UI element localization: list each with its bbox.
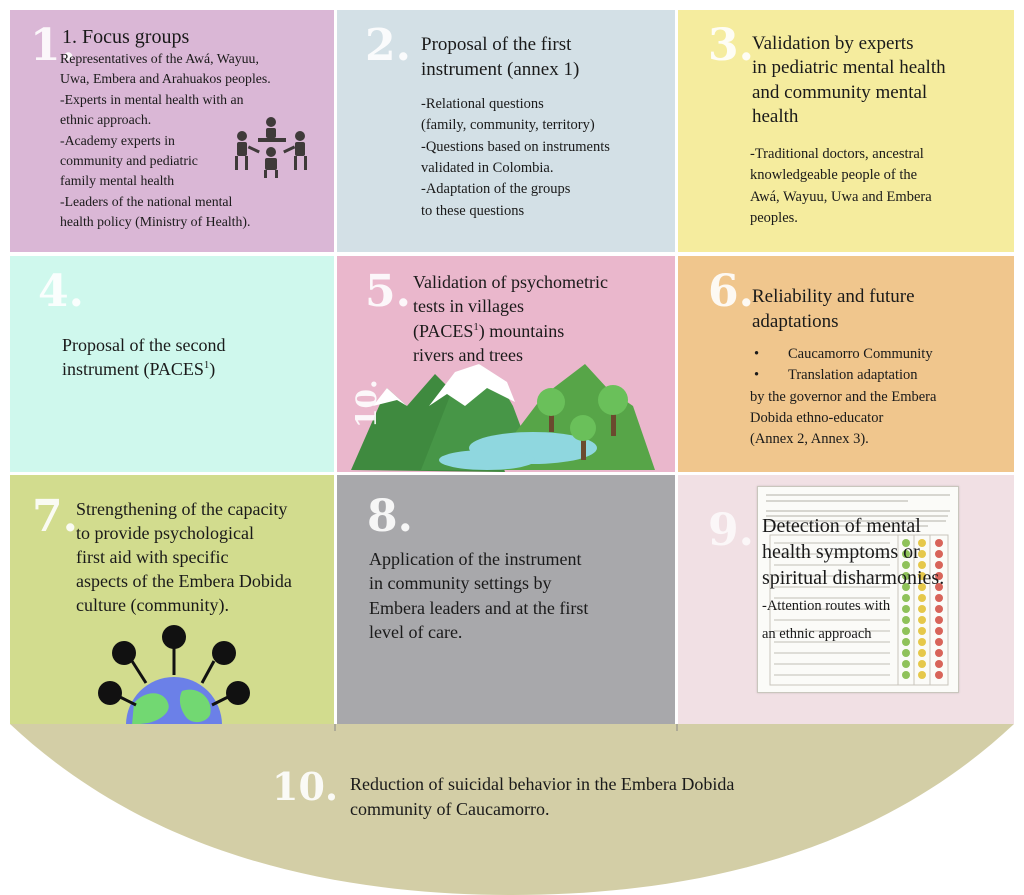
step-6-number: 6.	[708, 266, 754, 317]
worksheet-rating-dot	[935, 550, 943, 558]
worksheet-rating-dot	[918, 583, 926, 591]
step-4-title: Proposal of the second instrument (PACES…	[62, 335, 226, 379]
step-1-body: Representatives of the Awá, Wayuu, Uwa, …	[60, 51, 271, 230]
worksheet-rating-dot	[902, 572, 910, 580]
step-9-body: -Attention routes with an ethnic approac…	[762, 598, 891, 642]
worksheet-rating-dot	[902, 638, 910, 646]
step-9-title: Detection of mental health symptoms or s…	[762, 515, 945, 589]
worksheet-rating-dot	[902, 594, 910, 602]
step-2-cell: 2. Proposal of the first instrument (ann…	[337, 10, 675, 252]
worksheet-rating-dot	[935, 638, 943, 646]
step-2-number: 2.	[365, 20, 411, 71]
worksheet-rating-dot	[902, 671, 910, 679]
step-7-number: 7.	[32, 491, 78, 542]
worksheet-rating-dot	[918, 616, 926, 624]
worksheet-rating-dot	[935, 583, 943, 591]
focus-group-people-icon	[235, 117, 307, 178]
worksheet-rating-dot	[935, 539, 943, 547]
globe-with-people-icon	[98, 625, 250, 724]
worksheet-rating-dot	[918, 660, 926, 668]
worksheet-rating-dot	[935, 561, 943, 569]
worksheet-rating-dot	[918, 671, 926, 679]
worksheet-rating-dot	[902, 539, 910, 547]
worksheet-rating-dot	[918, 539, 926, 547]
step-2-title: Proposal of the first instrument (annex …	[421, 34, 580, 81]
worksheet-rating-dot	[918, 561, 926, 569]
mountains-trees-illustration	[351, 364, 655, 472]
step-9-text: 9. Detection of mental health symptoms o…	[678, 475, 1014, 724]
worksheet-rating-dot	[918, 572, 926, 580]
step-10-number: 10.	[272, 764, 339, 809]
worksheet-rating-dot	[902, 550, 910, 558]
step-4-cell: 4. Proposal of the second instrument (PA…	[10, 256, 334, 472]
worksheet-rating-dot	[902, 627, 910, 635]
worksheet-rating-dot	[902, 583, 910, 591]
step-3-title: Validation by experts in pediatric menta…	[752, 33, 946, 127]
worksheet-rating-dot	[935, 572, 943, 580]
worksheet-rating-dot	[918, 550, 926, 558]
step-5-number: 5.	[365, 266, 411, 317]
step-1-number: 1.	[30, 20, 76, 71]
step-6-cell: 6. Reliability and future adaptations Ca…	[678, 256, 1014, 472]
worksheet-rating-dot	[918, 627, 926, 635]
step-8-body: Application of the instrument in communi…	[369, 549, 589, 643]
worksheet-rating-dot	[902, 605, 910, 613]
step-7-body: Strengthening of the capacity to provide…	[76, 499, 292, 616]
step-8-cell: 8. Application of the instrument in comm…	[337, 475, 675, 724]
step-3-cell: 3. Validation by experts in pediatric me…	[678, 10, 1014, 252]
worksheet-rating-dot	[935, 627, 943, 635]
worksheet-rating-dot	[935, 660, 943, 668]
worksheet-rating-dot	[918, 594, 926, 602]
step-1-title: 1. Focus groups	[62, 26, 190, 48]
mountain-label: 10.	[350, 379, 383, 428]
worksheet-rating-dot	[918, 649, 926, 657]
step-10-body: Reduction of suicidal behavior in the Em…	[350, 774, 735, 820]
worksheet-rating-dot	[935, 605, 943, 613]
worksheet-rating-dot	[902, 616, 910, 624]
worksheet-rating-dot	[935, 594, 943, 602]
step-6-body: Caucamorro Community Translation adaptat…	[750, 344, 936, 451]
step-5-cell: 10. 5. Validation of psychometric tests …	[337, 256, 675, 472]
step-6-title: Reliability and future adaptations	[752, 286, 915, 333]
worksheet-rating-dot	[935, 671, 943, 679]
step-1-cell: 1. 1. Focus groups Representatives of th…	[10, 10, 334, 252]
step-9-number: 9.	[708, 505, 754, 556]
step-2-body: -Relational questions (family, community…	[421, 96, 610, 219]
worksheet-rating-dot	[935, 649, 943, 657]
step-3-body: -Traditional doctors, ancestral knowledg…	[750, 146, 932, 226]
step-7-cell: 7. Strengthening of the capacity to prov…	[10, 475, 334, 724]
worksheet-rating-dot	[918, 605, 926, 613]
questionnaire-sheet-icon	[757, 486, 959, 693]
worksheet-rating-dot	[935, 616, 943, 624]
step-5-title: Validation of psychometric tests in vill…	[413, 272, 608, 366]
worksheet-rating-dot	[902, 649, 910, 657]
worksheet-rating-dot	[902, 561, 910, 569]
step-4-number: 4.	[38, 266, 84, 317]
step-8-number: 8.	[367, 491, 413, 542]
worksheet-rating-dot	[902, 660, 910, 668]
worksheet-rating-dot	[918, 638, 926, 646]
step-3-number: 3.	[708, 20, 754, 71]
